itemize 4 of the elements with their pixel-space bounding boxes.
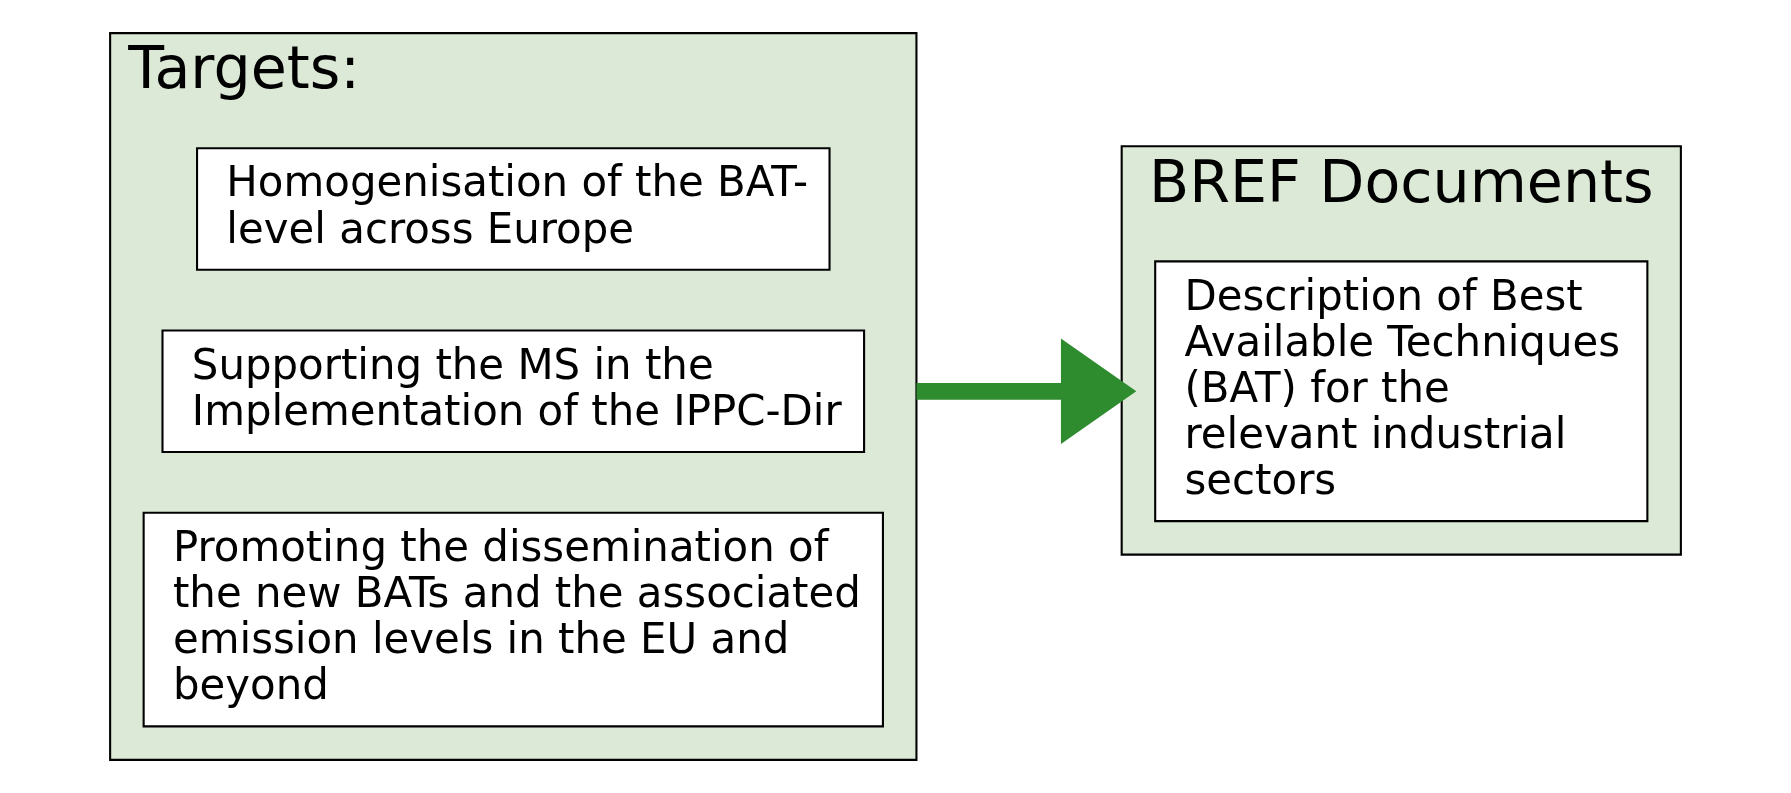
node-box: Homogenisation of the BAT-level across Europe	[196, 147, 831, 271]
node-box: Description of Best Available Techniques (BAT) for the relevant industrial sectors	[1154, 260, 1649, 523]
node-box: Supporting the MS in the Implementation of the IPPC-Dir	[161, 329, 866, 454]
node-box: Promoting the dissemination of the new BATs and the associated emission levels in the EU and beyond	[142, 511, 884, 728]
